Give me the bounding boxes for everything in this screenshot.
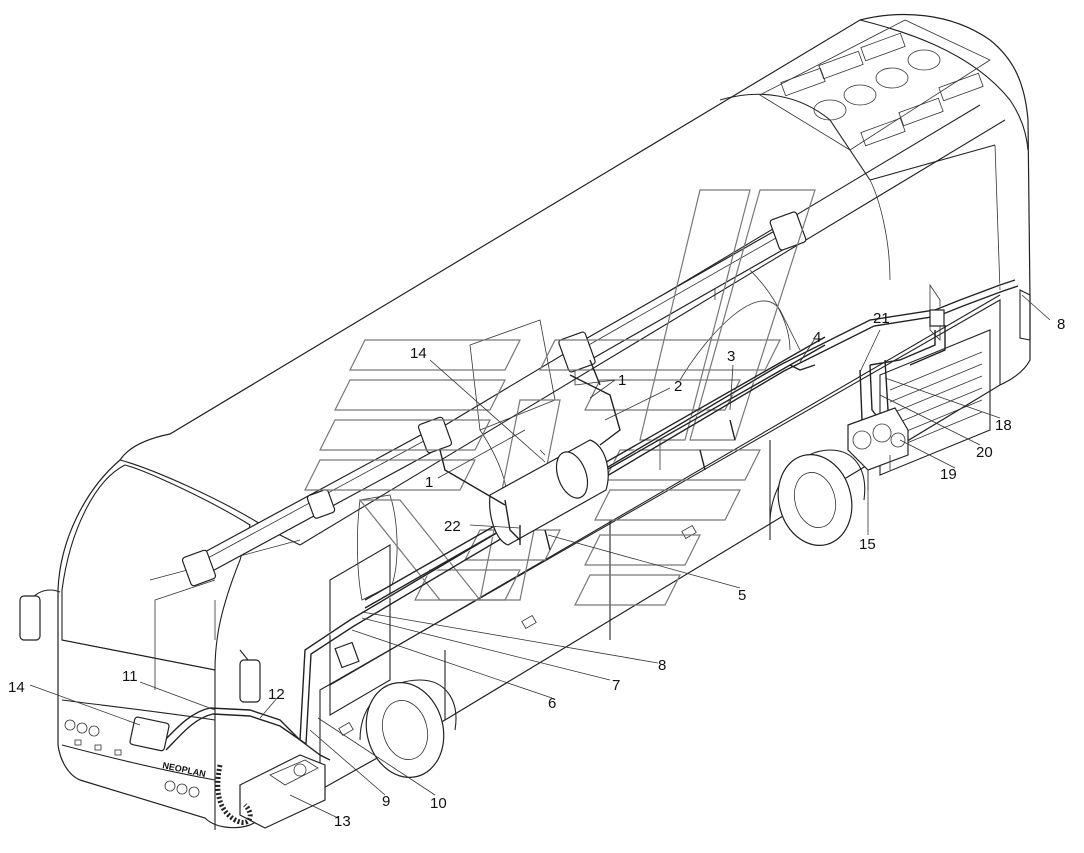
callout-9: 9 (382, 793, 390, 810)
callout-20: 20 (976, 444, 993, 461)
left-mirror (19, 589, 61, 641)
entry-door (329, 544, 391, 716)
callout-15: 15 (859, 536, 876, 553)
callout-14-center: 14 (410, 345, 427, 362)
front-heater-box (129, 716, 170, 752)
callout-3: 3 (727, 348, 735, 365)
rear-lamp (1019, 289, 1031, 341)
front-fan-unit (239, 754, 326, 829)
right-mirror (239, 649, 261, 703)
callout-12: 12 (268, 686, 285, 703)
windscreen (61, 464, 251, 671)
callout-8-side: 8 (658, 657, 666, 674)
flex-hose (215, 764, 253, 825)
callout-14-front: 14 (8, 679, 25, 696)
air-piping (129, 278, 1019, 829)
callout-18: 18 (995, 417, 1012, 434)
leader-lines (29, 294, 1051, 819)
callouts: 1 1 2 3 4 5 6 7 8 8 9 10 11 12 13 14 14 … (8, 310, 1065, 830)
headlights (64, 719, 200, 798)
callout-19: 19 (940, 466, 957, 483)
front-wheel (359, 679, 457, 778)
callout-6: 6 (548, 695, 556, 712)
callout-2: 2 (674, 378, 682, 395)
roof-ducts (181, 211, 807, 587)
callout-5: 5 (738, 587, 746, 604)
callout-13: 13 (334, 813, 351, 830)
callout-10: 10 (430, 795, 447, 812)
front-face (61, 639, 216, 830)
callout-7: 7 (612, 677, 620, 694)
callout-4: 4 (813, 329, 821, 346)
callout-21: 21 (873, 310, 890, 327)
callout-11: 11 (122, 668, 138, 685)
callout-22: 22 (444, 518, 461, 535)
callout-8-rear: 8 (1057, 316, 1065, 333)
rear-wheel (769, 449, 866, 546)
callout-1-lower: 1 (425, 474, 433, 491)
side-skirt (319, 299, 1001, 790)
callout-1-upper: 1 (618, 372, 626, 389)
